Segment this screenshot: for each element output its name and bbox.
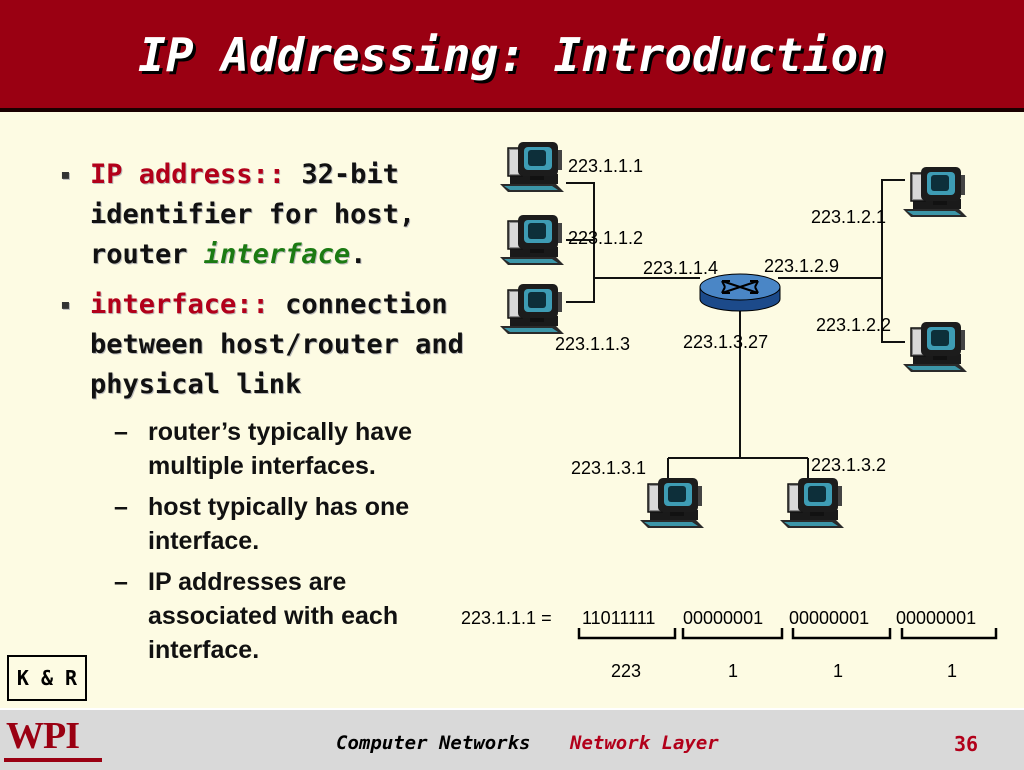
- host-computer-icon: [499, 283, 565, 335]
- footer-course: Computer Networks: [336, 732, 531, 754]
- bullet-emphasis: interface: [203, 239, 351, 270]
- label-223-1-3-2: 223.1.3.2: [811, 455, 886, 475]
- bullet-end: .: [350, 239, 367, 270]
- octet-binary: 00000001: [896, 608, 976, 628]
- octet-binary: 11011111: [582, 608, 655, 628]
- subbullet-text: IP addresses are associated with each in…: [148, 568, 399, 664]
- bullet-term: IP address::: [90, 159, 286, 190]
- octet-decimal: 1: [833, 661, 843, 681]
- slide-title: IP Addressing: Introduction: [138, 28, 886, 82]
- octet-binary: 00000001: [683, 608, 763, 628]
- binary-breakdown: 223.1.1.1 = 11011111 00000001 00000001 0…: [461, 608, 998, 681]
- bullet-marker: ▪: [60, 294, 71, 315]
- bullet-list: ▪ IP address:: 32-bit identifier for hos…: [60, 155, 470, 674]
- bullet-marker: ▪: [60, 164, 71, 185]
- dash-marker: –: [114, 493, 128, 521]
- bullet-text: 32-bit identifier for host, router: [90, 159, 416, 270]
- subbullet: – host typically has one interface.: [60, 490, 470, 558]
- label-223-1-2-2: 223.1.2.2: [816, 315, 891, 335]
- label-223-1-3-27: 223.1.3.27: [683, 332, 768, 352]
- label-223-1-1-4: 223.1.1.4: [643, 258, 718, 278]
- logo-underline: [4, 758, 102, 762]
- label-223-1-3-1: 223.1.3.1: [571, 458, 646, 478]
- host-computer-icon: [779, 477, 845, 529]
- host-computer-icon: [902, 321, 968, 373]
- label-223-1-1-2: 223.1.1.2: [568, 228, 643, 248]
- wpi-logo: WPI: [6, 715, 80, 757]
- dash-marker: –: [114, 418, 128, 446]
- label-223-1-2-1: 223.1.2.1: [811, 207, 886, 227]
- kr-badge: K & R: [7, 655, 87, 701]
- title-bar: [0, 0, 1024, 112]
- label-223-1-1-1: 223.1.1.1: [568, 156, 643, 176]
- network-diagram: 223.1.1.1 223.1.1.2 223.1.1.3 223.1.1.4 …: [461, 141, 998, 681]
- dash-marker: –: [114, 568, 128, 596]
- octet-decimal: 1: [947, 661, 957, 681]
- host-computer-icon: [499, 141, 565, 193]
- label-223-1-2-9: 223.1.2.9: [764, 256, 839, 276]
- octet-binary: 00000001: [789, 608, 869, 628]
- binary-lhs: 223.1.1.1 =: [461, 608, 552, 628]
- footer-bar: [0, 708, 1024, 770]
- octet-decimal: 1: [728, 661, 738, 681]
- bullet-text: connection between host/router and physi…: [90, 289, 464, 400]
- subbullet-text: host typically has one interface.: [148, 493, 410, 555]
- host-computer-icon: [499, 214, 565, 266]
- page-number: 36: [954, 732, 979, 756]
- label-223-1-1-3: 223.1.1.3: [555, 334, 630, 354]
- subbullet-text: router’s typically have multiple interfa…: [148, 418, 413, 480]
- host-computer-icon: [902, 166, 968, 218]
- footer-section: Network Layer: [570, 732, 719, 754]
- bullet-interface: ▪ interface:: connection between host/ro…: [60, 285, 470, 405]
- bullet-term: interface::: [90, 289, 269, 320]
- bullet-ip-address: ▪ IP address:: 32-bit identifier for hos…: [60, 155, 470, 275]
- octet-brackets: [577, 628, 998, 640]
- subbullet: – IP addresses are associated with each …: [60, 565, 470, 667]
- subbullet: – router’s typically have multiple inter…: [60, 415, 470, 483]
- host-computer-icon: [639, 477, 705, 529]
- address-labels: 223.1.1.1 223.1.1.2 223.1.1.3 223.1.1.4 …: [555, 156, 891, 478]
- octet-decimal: 223: [611, 661, 641, 681]
- router-icon: [699, 273, 781, 312]
